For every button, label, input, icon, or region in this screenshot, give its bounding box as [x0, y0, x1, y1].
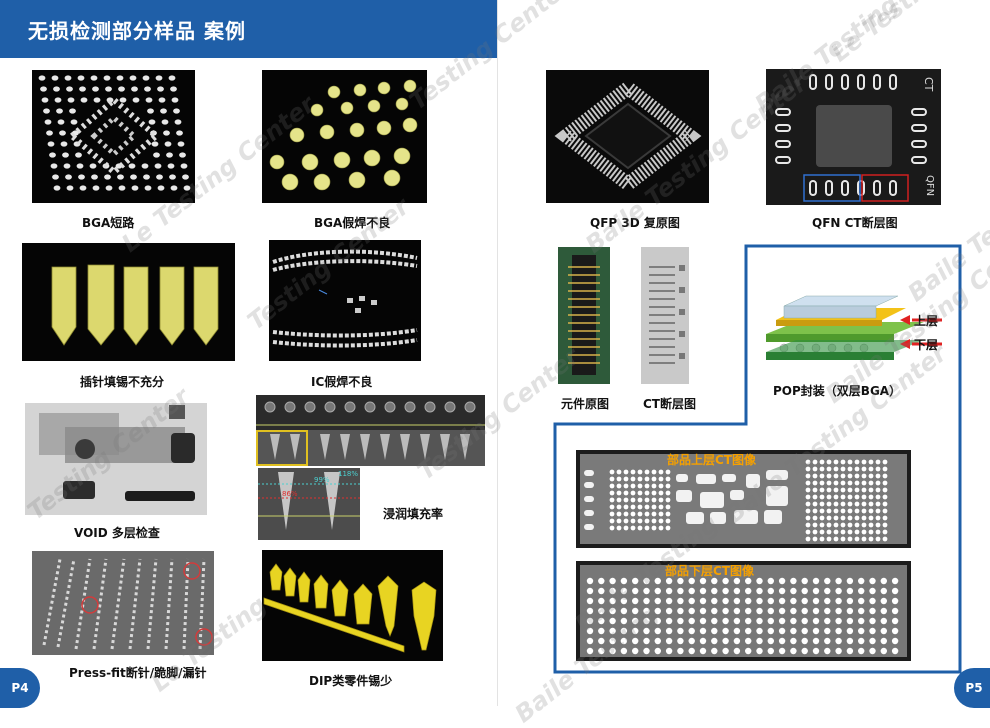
bga-short-image	[32, 70, 195, 203]
page-number-right: P5	[954, 668, 990, 708]
caption-bga-short: BGA短路	[82, 216, 135, 230]
caption-pin-fill: 插针填锡不充分	[80, 375, 165, 389]
wetting-pct-b: 118%	[338, 470, 359, 478]
watermark: Le Testing	[825, 0, 952, 68]
component-original-image	[558, 247, 610, 384]
caption-bga-false-solder: BGA假焊不良	[314, 216, 391, 230]
header-bar: 无损检测部分样品 案例	[0, 0, 497, 58]
pop-lower-label: 下层	[914, 338, 939, 352]
wetting-pct-a: 99%	[314, 476, 330, 484]
lower-ct-image: 部品下层CT图像	[576, 561, 911, 661]
dip-tin-image	[262, 550, 443, 661]
caption-dip: DIP类零件锡少	[309, 674, 393, 688]
caption-pressfit: Press-fit断针/跪脚/漏针	[69, 666, 207, 680]
void-xray-image	[25, 403, 207, 515]
qfn-ct-image: CT QFN	[766, 69, 941, 205]
wetting-top-image	[256, 395, 485, 431]
page-divider	[497, 0, 498, 706]
pop-frame-outline	[553, 244, 962, 674]
upper-ct-image: 部品上层CT图像	[576, 450, 911, 548]
qfn-label: QFN	[924, 175, 935, 197]
qfn-ct-label: CT	[922, 77, 935, 92]
caption-qfn-ct: QFN CT断层图	[812, 216, 898, 230]
caption-pop: POP封装（双层BGA）	[773, 384, 902, 398]
upper-ct-title: 部品上层CT图像	[667, 453, 756, 467]
pressfit-image	[32, 551, 214, 655]
lower-ct-title: 部品下层CT图像	[665, 564, 754, 578]
wetting-mid-image	[256, 430, 485, 466]
pop-package-diagram: 上层 下层	[764, 290, 954, 365]
page-title: 无损检测部分样品 案例	[28, 19, 246, 43]
caption-qfp-3d: QFP 3D 复原图	[590, 216, 680, 230]
qfp-3d-image	[546, 70, 709, 203]
caption-component-original: 元件原图	[561, 397, 610, 411]
ct-slice-image	[641, 247, 689, 384]
page-number-left: P4	[0, 668, 40, 708]
pin-fill-image	[22, 243, 235, 361]
pop-upper-label: 上层	[914, 314, 939, 328]
caption-ic-false-solder: IC假焊不良	[311, 375, 373, 389]
caption-wetting: 浸润填充率	[383, 507, 444, 521]
bga-false-solder-image	[262, 70, 427, 203]
wetting-zoom-image: 99% 118% 86%	[258, 468, 360, 540]
wetting-pct-c: 86%	[282, 490, 298, 498]
caption-ct-slice: CT断层图	[643, 397, 696, 411]
caption-void: VOID 多层检查	[74, 526, 160, 540]
ic-false-solder-image	[269, 240, 421, 361]
